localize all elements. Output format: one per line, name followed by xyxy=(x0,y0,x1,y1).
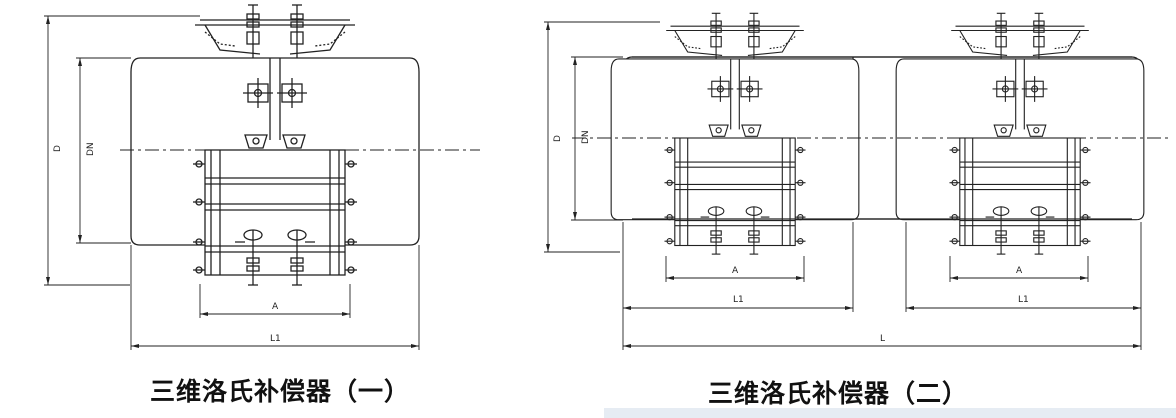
dim-a-label: A xyxy=(272,302,279,312)
figure-two-caption: 三维洛氏补偿器（二） xyxy=(708,379,969,408)
dim-l1-right-label: L1 xyxy=(1018,295,1029,305)
dim-l-label: L xyxy=(880,334,885,344)
dim-dn-label: DN xyxy=(581,130,591,144)
dim-d-label: D xyxy=(53,145,63,152)
dim-dn-label: DN xyxy=(86,142,96,156)
dim-a-right-label: A xyxy=(1016,266,1023,276)
figure-one-caption: 三维洛氏补偿器（一） xyxy=(150,377,411,406)
page-edge xyxy=(604,408,1176,418)
dim-l1-left-label: L1 xyxy=(733,295,744,305)
dim-l1-label: L1 xyxy=(270,334,281,344)
dim-d-label: D xyxy=(553,135,563,142)
figure-one: A L1 D DN xyxy=(44,5,480,350)
dim-a-left-label: A xyxy=(732,266,739,276)
figure-two: A A L1 L1 L D DN xyxy=(544,13,1170,350)
